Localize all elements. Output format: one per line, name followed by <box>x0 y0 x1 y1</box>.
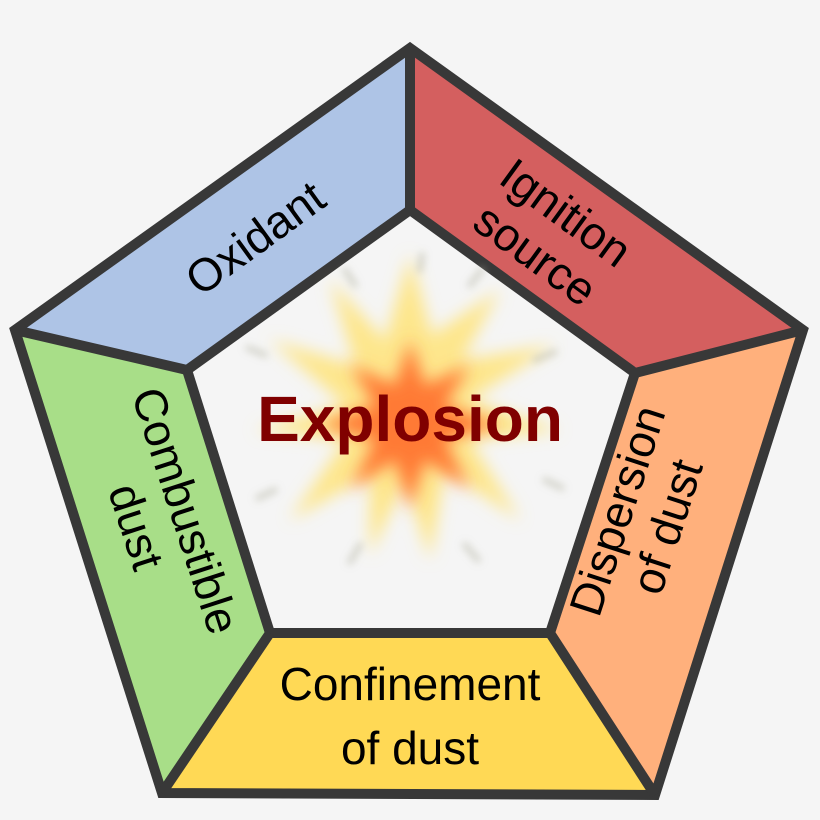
segment-confinement-of-dust <box>162 633 655 795</box>
svg-text:Confinement: Confinement <box>280 658 541 710</box>
segment-ignition-source <box>410 48 803 373</box>
label-confinement-of-dust: Confinement of dust <box>280 658 541 774</box>
explosion-burst-icon <box>245 252 565 565</box>
segment-oxidant <box>15 48 410 370</box>
explosion-title: Explosion <box>257 383 563 455</box>
svg-text:of dust: of dust <box>341 722 479 774</box>
segment-dividers <box>13 48 805 798</box>
outer-pentagon <box>9 41 809 801</box>
